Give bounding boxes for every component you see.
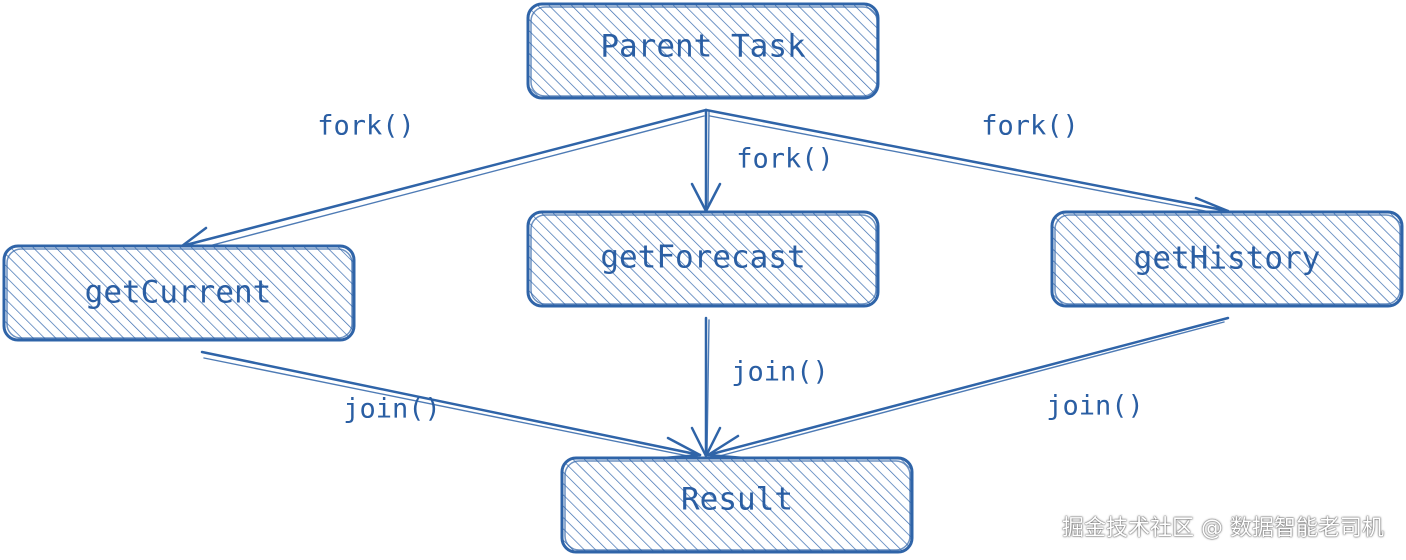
edge-label-fork-current: fork(): [317, 111, 415, 142]
edge-fork-get-history: fork(): [704, 108, 1230, 224]
node-get-current: getCurrent: [2, 244, 356, 342]
node-get-forecast: getForecast: [526, 210, 880, 308]
node-parent-task: Parent Task: [526, 2, 880, 100]
edge-fork-get-forecast: fork(): [690, 108, 834, 213]
node-result: Result: [560, 456, 914, 554]
node-label-parent-task: Parent Task: [600, 29, 806, 65]
edge-label-join-forecast: join(): [731, 357, 829, 388]
edge-label-fork-forecast: fork(): [736, 144, 834, 175]
node-get-history: getHistory: [1050, 210, 1404, 308]
edge-join-get-current: join(): [200, 350, 702, 460]
node-label-get-history: getHistory: [1134, 241, 1321, 277]
edge-label-fork-history: fork(): [981, 111, 1079, 142]
watermark-text: 掘金技术社区 @ 数据智能老司机: [1062, 516, 1384, 541]
edge-fork-get-current: fork(): [180, 108, 708, 253]
node-label-get-current: getCurrent: [85, 275, 272, 311]
edge-join-get-forecast: join(): [690, 316, 829, 458]
node-label-get-forecast: getForecast: [600, 240, 805, 276]
edge-join-get-history: join(): [706, 316, 1230, 460]
edge-label-join-current: join(): [343, 394, 441, 425]
edge-label-join-history: join(): [1046, 391, 1144, 422]
node-label-result: Result: [681, 482, 793, 518]
